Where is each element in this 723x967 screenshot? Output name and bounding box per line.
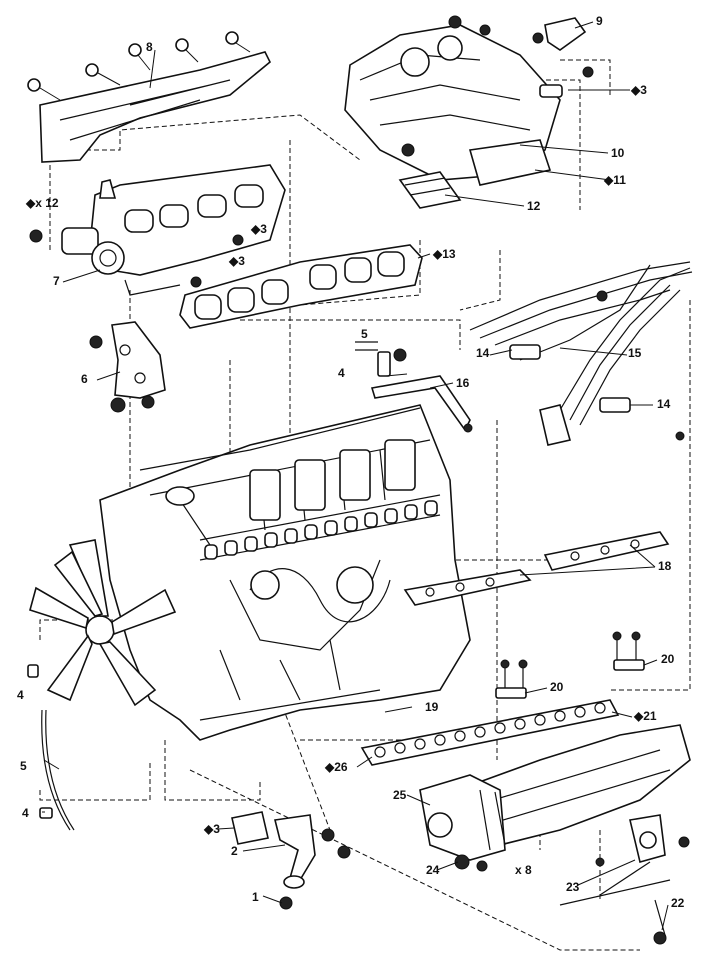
- callout-x8: x 8: [515, 863, 532, 877]
- callout-18: 18: [658, 559, 672, 573]
- new-part-marker: ◆: [229, 254, 239, 268]
- dipstick-part-5: [27, 341, 378, 831]
- callout-3-manifold-lower: ◆3: [229, 254, 245, 268]
- new-part-marker: ◆: [26, 196, 36, 210]
- engine-block: [99, 404, 471, 741]
- cooling-fan: [29, 539, 177, 707]
- callout-8: 8: [146, 40, 153, 54]
- callout-26: ◆26: [325, 760, 348, 774]
- callout-21: ◆21: [634, 709, 657, 723]
- callout-24: 24: [426, 863, 440, 877]
- callout-23: 23: [566, 880, 580, 894]
- new-part-marker: ◆: [251, 222, 261, 236]
- callout-16: 16: [456, 376, 470, 390]
- callout-5-top: 5: [361, 327, 368, 341]
- manifold-gasket-part-18: [403, 531, 670, 606]
- leader-lines: [42, 21, 669, 931]
- fuel-rail-part-16: [370, 348, 473, 433]
- heat-shield-part-8: [27, 31, 272, 163]
- callout-25: 25: [393, 788, 407, 802]
- new-part-marker: ◆: [325, 760, 335, 774]
- injection-lines-part-15: [469, 261, 693, 446]
- callout-9: 9: [596, 14, 603, 28]
- water-outlet-part-2: [231, 811, 351, 910]
- callout-6: 6: [81, 372, 88, 386]
- callout-x12: ◆x 12: [26, 196, 59, 210]
- new-part-marker: ◆: [634, 709, 644, 723]
- callout-3-water: ◆3: [204, 822, 220, 836]
- injection-pump-part-25: [419, 774, 506, 872]
- intake-manifold-part-10: [344, 15, 594, 209]
- intake-ports: [204, 500, 438, 560]
- callout-14-right: 14: [657, 397, 671, 411]
- callout-2: 2: [231, 844, 238, 858]
- callout-15: 15: [628, 346, 642, 360]
- exhaust-gasket-part-13: [179, 244, 423, 329]
- callout-3-intake: ◆3: [631, 83, 647, 97]
- callout-11: ◆11: [604, 173, 626, 187]
- callout-10: 10: [611, 146, 625, 160]
- callout-22: 22: [671, 896, 685, 910]
- callout-20-left: 20: [550, 680, 564, 694]
- callout-1: 1: [252, 890, 259, 904]
- callout-4-top: 4: [338, 366, 345, 380]
- new-part-marker: ◆: [433, 247, 443, 261]
- callout-7: 7: [53, 274, 60, 288]
- callout-12: 12: [527, 199, 541, 213]
- exhaust-manifold-part-12: [29, 164, 286, 296]
- callout-4-bottom: 4: [22, 806, 29, 820]
- callout-13: ◆13: [433, 247, 456, 261]
- callout-5-left: 5: [20, 759, 27, 773]
- callout-19: 19: [425, 700, 439, 714]
- bracket-part-6: [89, 321, 166, 413]
- callout-3-manifold-upper: ◆3: [251, 222, 267, 236]
- new-part-marker: ◆: [204, 822, 214, 836]
- throttle-linkage-part-23: [559, 814, 690, 945]
- callout-14-left: 14: [476, 346, 490, 360]
- new-part-marker: ◆: [631, 83, 641, 97]
- new-part-marker: ◆: [604, 173, 614, 187]
- callout-20-right: 20: [661, 652, 675, 666]
- callout-4-left: 4: [17, 688, 24, 702]
- retainer-part-20: [495, 631, 645, 699]
